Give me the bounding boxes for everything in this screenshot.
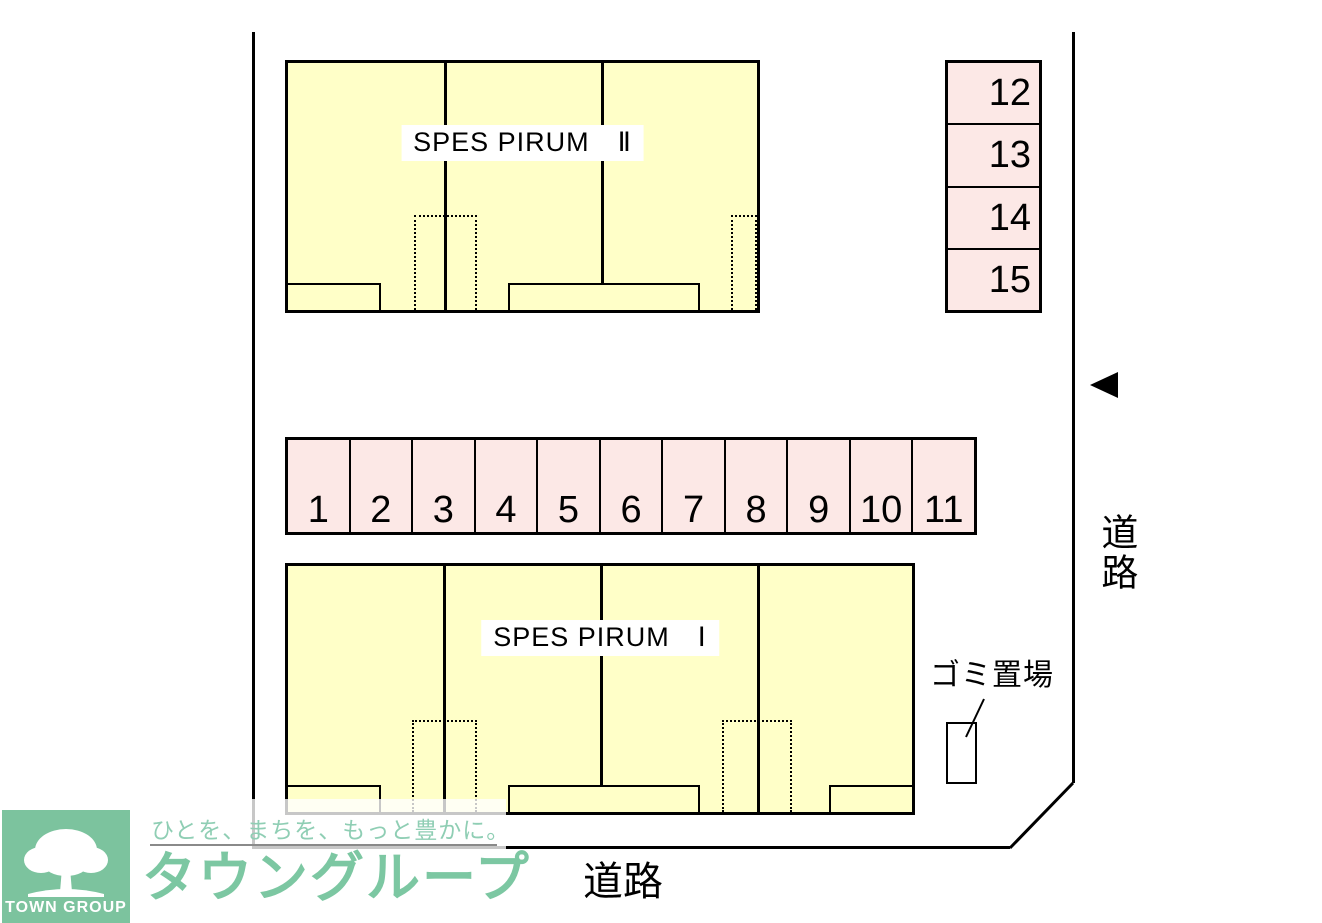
town-group-text: TOWN GROUP (5, 899, 127, 916)
site-boundary-left (252, 32, 255, 848)
building-spes-pirum-1: SPES PIRUM Ⅰ (285, 563, 915, 815)
parking-column: 12 13 14 15 (945, 60, 1042, 313)
balcony (288, 283, 381, 310)
balcony (508, 785, 700, 812)
town-group-logo: TOWN GROUP (2, 810, 130, 923)
garbage-area-box (946, 722, 977, 784)
parking-space: 3 (413, 440, 476, 532)
entrance-porch-dashed (722, 720, 792, 812)
unit-divider (444, 63, 447, 310)
balcony (508, 283, 700, 310)
parking-space: 9 (788, 440, 851, 532)
parking-space: 10 (851, 440, 914, 532)
parking-space: 8 (726, 440, 789, 532)
unit-divider (443, 566, 446, 812)
parking-space: 7 (663, 440, 726, 532)
tree-icon (24, 829, 108, 897)
building-spes-pirum-2: SPES PIRUM Ⅱ (285, 60, 760, 313)
logo-underline (150, 844, 497, 846)
parking-space: 2 (351, 440, 414, 532)
unit-divider (757, 566, 760, 812)
parking-space: 15 (988, 258, 1031, 301)
parking-space: 14 (948, 188, 1039, 250)
road-label-bottom: 道路 (583, 860, 663, 904)
logo-tagline: ひとを、まちを、もっと豊かに。 (151, 817, 511, 843)
road-label-right: 道路 (1095, 513, 1137, 593)
balcony (829, 785, 912, 812)
parking-space: 4 (476, 440, 539, 532)
unit-divider (600, 566, 603, 812)
parking-space: 12 (948, 63, 1039, 126)
parking-space: 5 (538, 440, 601, 532)
site-boundary-right (1072, 32, 1075, 783)
site-boundary-bottom (252, 846, 1010, 849)
unit-divider (601, 63, 604, 310)
garbage-area-label: ゴミ置場 (930, 659, 1054, 692)
building-name-label: SPES PIRUM Ⅱ (401, 125, 644, 161)
parking-space: 6 (601, 440, 664, 532)
parking-space: 1 (288, 440, 351, 532)
parking-space: 13 (948, 125, 1039, 188)
logo-brand-name: タウングループ (142, 848, 531, 908)
entrance-porch-dashed (414, 215, 477, 310)
parking-row: 1 2 3 4 5 6 7 8 9 10 11 (285, 437, 977, 535)
entrance-porch-dashed (412, 720, 477, 812)
parking-space: 11 (924, 489, 964, 531)
left-arrow-icon (1090, 372, 1118, 398)
entrance-porch-dashed (731, 215, 757, 310)
building-name-label: SPES PIRUM Ⅰ (481, 620, 719, 656)
